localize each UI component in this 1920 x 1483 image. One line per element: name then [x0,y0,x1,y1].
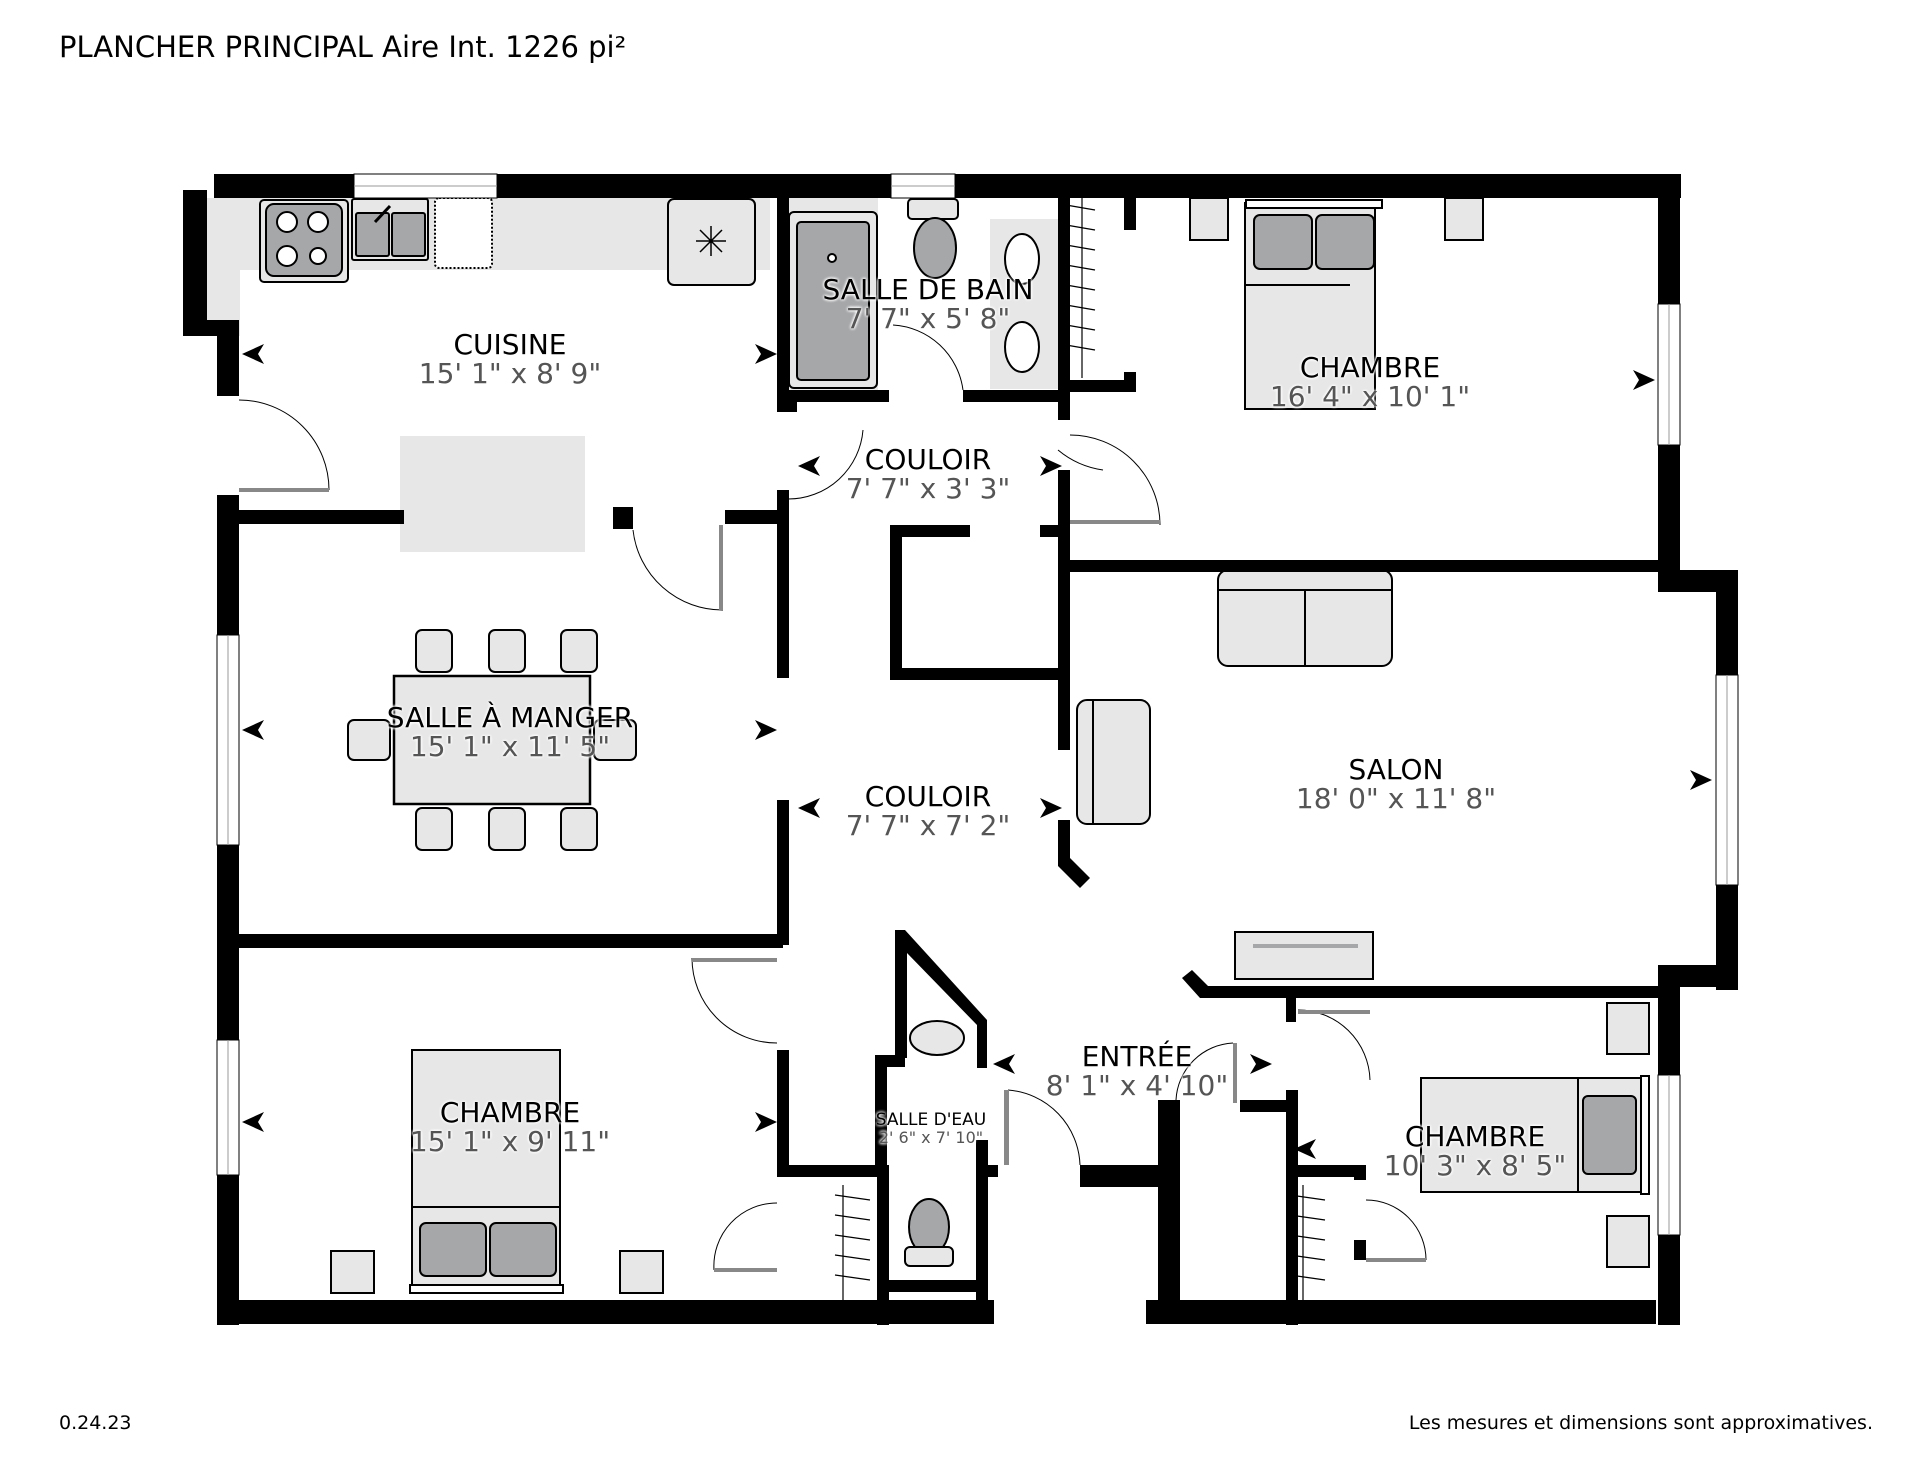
room-dimensions: 7' 7" x 5' 8" [845,302,1011,336]
room-name: COULOIR [864,780,992,813]
disclaimer-text: Les mesures et dimensions sont approxima… [1408,1412,1873,1434]
room-dimensions: 2' 6" x 7' 10" [878,1127,984,1147]
room-dimensions: 7' 7" x 7' 2" [845,809,1011,843]
room-name: ENTRÉE [1081,1040,1193,1073]
sofa-icon [1217,569,1393,667]
nightstand-icon [1606,1215,1650,1268]
room-label-chambre-2: CHAMBRE 15' 1" x 9' 11" [410,1098,610,1157]
refrigerator-icon [667,198,756,286]
room-label-salon: SALON 18' 0" x 11' 8" [1296,755,1496,814]
double-vanity-sinks-icon [1004,233,1040,373]
nightstand-icon [330,1250,375,1294]
room-dimensions: 15' 1" x 9' 11" [409,1125,611,1159]
bathtub-icon [788,211,878,389]
room-label-salle-d-eau: SALLE D'EAU 2' 6" x 7' 10" [875,1110,987,1147]
room-label-salle-a-manger: SALLE À MANGER 15' 1" x 11' 5" [387,703,633,762]
room-name: CHAMBRE [439,1096,581,1129]
room-name: SALON [1348,753,1444,786]
room-dimensions: 15' 1" x 8' 9" [418,357,602,391]
room-name: SALLE D'EAU [875,1110,987,1130]
room-label-cuisine: CUISINE 15' 1" x 8' 9" [419,330,601,389]
kitchen-sink-icon [351,198,429,261]
room-name: CHAMBRE [1404,1120,1546,1153]
double-bed-icon [409,1049,564,1294]
armchair-icon [1076,699,1151,825]
room-dimensions: 10' 3" x 8' 5" [1383,1149,1567,1183]
nightstand-icon [1444,197,1484,241]
fixtures [206,193,1650,1300]
sink-icon [909,1020,965,1056]
room-name: SALLE DE BAIN [822,273,1034,306]
room-dimensions: 8' 1" x 4' 10" [1045,1069,1229,1103]
dishwasher-icon [434,197,493,269]
room-label-chambre-3: CHAMBRE 10' 3" x 8' 5" [1384,1122,1566,1181]
room-dimensions: 7' 7" x 3' 3" [845,472,1011,506]
nightstand-icon [1606,1002,1650,1055]
room-name: SALLE À MANGER [386,701,634,734]
room-label-couloir-2: COULOIR 7' 7" x 7' 2" [846,782,1011,841]
room-label-couloir-1: COULOIR 7' 7" x 3' 3" [846,445,1011,504]
toilet-icon [904,1198,954,1267]
room-name: COULOIR [864,443,992,476]
kitchen-island [400,436,585,552]
room-label-salle-de-bain: SALLE DE BAIN 7' 7" x 5' 8" [823,275,1034,334]
nightstand-icon [619,1250,664,1294]
double-bed-icon [1244,199,1383,410]
room-name: CUISINE [453,328,567,361]
room-name: CHAMBRE [1299,351,1441,384]
single-bed-icon [1420,1075,1650,1195]
plan-title: PLANCHER PRINCIPAL Aire Int. 1226 pi² [59,30,627,64]
toilet-icon [907,198,959,279]
dining-table-icon [347,629,637,851]
room-dimensions: 15' 1" x 11' 5" [409,730,611,764]
tv-console-icon [1234,931,1374,980]
nightstand-icon [1189,197,1229,241]
version-label: 0.24.23 [59,1412,132,1434]
windows [227,185,1728,1235]
room-dimensions: 16' 4" x 10' 1" [1269,380,1471,414]
room-label-chambre-1: CHAMBRE 16' 4" x 10' 1" [1270,353,1470,412]
room-dimensions: 18' 0" x 11' 8" [1295,782,1497,816]
room-label-entree: ENTRÉE 8' 1" x 4' 10" [1046,1042,1228,1101]
walls [183,174,1738,1325]
stove-icon [259,199,349,283]
